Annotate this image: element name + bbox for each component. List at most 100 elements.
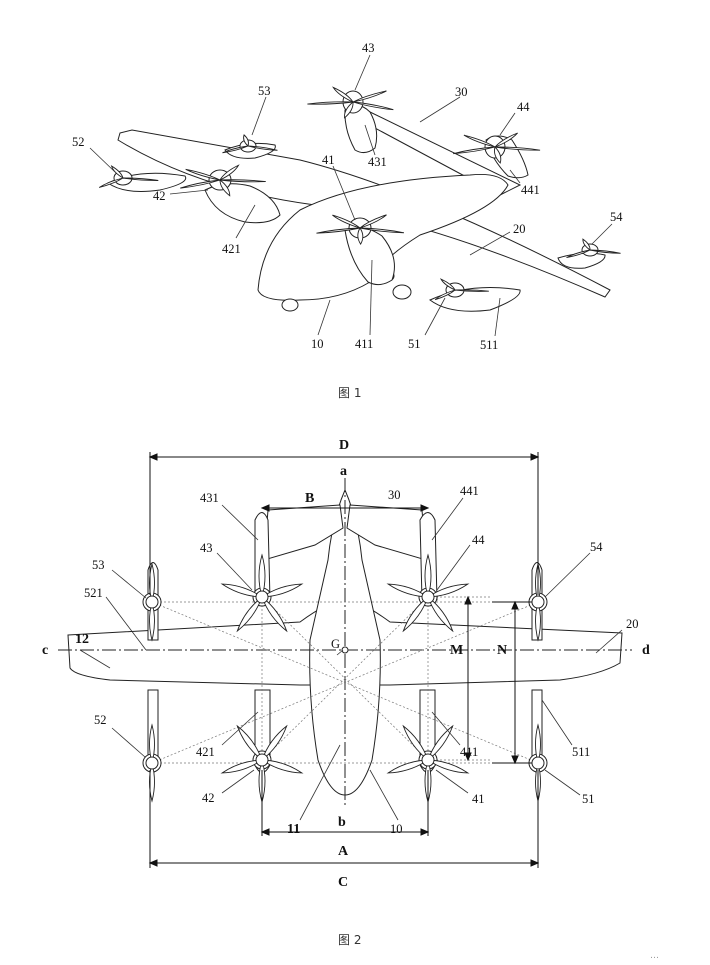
rotor-blade: [582, 238, 591, 251]
rotor-blade: [219, 179, 266, 183]
fig1-label: 54: [610, 210, 623, 224]
fig2-label: 54: [590, 540, 603, 554]
rotor-blade: [220, 759, 264, 774]
rotor-blade: [352, 101, 394, 111]
fig1-label: 43: [362, 41, 375, 55]
rotor-blade: [122, 177, 159, 181]
rotor-blade: [258, 553, 266, 599]
fig2-label: 42: [202, 791, 215, 805]
rotor-blade: [386, 583, 430, 598]
rotor-blade: [110, 165, 124, 179]
fig1-label: 53: [258, 84, 271, 98]
rotor-hub: [421, 753, 435, 767]
rotor-blade: [149, 723, 155, 765]
fig2-dimension-label: N: [497, 643, 507, 658]
fig2-axis-label: b: [338, 815, 346, 830]
fig1-label: 52: [72, 135, 85, 149]
rotor-blade: [427, 724, 454, 762]
fig2-label: 441: [460, 484, 479, 498]
rotor-blade: [535, 600, 541, 642]
rotor-hub: [531, 756, 545, 770]
rotor-blade: [426, 759, 470, 774]
figure-1-perspective-drawing: 43 53 30 44 52 431 41 441 42 20 54 421 1…: [72, 41, 623, 400]
fig2-label: 431: [200, 491, 219, 505]
rotor-blade: [352, 90, 387, 103]
fig2-label: 20: [626, 617, 639, 631]
fig2-label: 12: [75, 632, 89, 647]
fig2-label: 51: [582, 792, 595, 806]
rotor-blade: [218, 164, 240, 182]
rotor-blade: [185, 168, 221, 181]
rotor-blade: [307, 101, 354, 105]
rotor-blade: [566, 249, 591, 259]
watermark-text: …: [650, 951, 659, 960]
fig1-label: 51: [408, 337, 421, 351]
rotor-blade: [220, 583, 264, 598]
rotor-blade: [427, 595, 454, 633]
rotor-blade: [261, 595, 288, 633]
rotor-blade: [494, 146, 541, 151]
rotor-blade: [453, 146, 496, 155]
rotor-hub: [421, 590, 435, 604]
rotor-hub: [145, 756, 159, 770]
rotor-blade: [344, 101, 354, 119]
fig2-dimension-label: A: [338, 844, 349, 859]
fig2-label: 30: [388, 488, 401, 502]
fig2-label: 511: [572, 745, 590, 759]
fig1-label: 441: [521, 183, 540, 197]
fig1-label: 421: [222, 242, 241, 256]
rotor-hub: [145, 595, 159, 609]
rotor-blade: [463, 134, 496, 148]
rotor-blade: [243, 134, 249, 147]
fig2-dimension-label: B: [305, 491, 314, 506]
fig2-dimension-label: C: [338, 875, 348, 890]
fig2-dimension-label: M: [450, 643, 463, 658]
rotor-hub: [255, 753, 269, 767]
rotor-blade: [236, 724, 263, 762]
fig2-label: 10: [390, 822, 403, 836]
rotor-blade: [260, 583, 304, 598]
rotor-blade: [222, 145, 249, 154]
fig2-label: 43: [200, 541, 213, 555]
fig2-axis-label: d: [642, 643, 650, 658]
fig2-label: 41: [472, 792, 485, 806]
rotor-blade: [439, 278, 457, 291]
fig2-axis-label: a: [340, 464, 347, 479]
rotor-blade: [386, 759, 430, 774]
fig1-label: 511: [480, 338, 498, 352]
rotor-blade: [357, 227, 364, 245]
fig1-label: 30: [455, 85, 468, 99]
fig1-label: 411: [355, 337, 373, 351]
fig1-label: 431: [368, 155, 387, 169]
rotor-blade: [332, 214, 361, 229]
rotor-blade: [589, 249, 621, 254]
rotor-blade: [316, 227, 361, 234]
fig2-label: 11: [287, 822, 300, 837]
fig2-label: 521: [84, 586, 103, 600]
rotor-blade: [426, 583, 470, 598]
rotor-blade: [219, 179, 231, 197]
figure-1-caption: 图 1: [338, 386, 361, 400]
rotor-blade: [332, 86, 355, 104]
fig2-label: 44: [472, 533, 485, 547]
fig1-label: 20: [513, 222, 526, 236]
rotor-blade: [359, 227, 405, 234]
rotor-blade: [434, 289, 456, 301]
fig2-axis-label: c: [42, 643, 48, 658]
rotor-blade: [494, 132, 518, 148]
rotor-blade: [493, 146, 502, 164]
fig1-label: 42: [153, 189, 166, 203]
rotor-blade: [402, 595, 429, 633]
rotor-blade: [261, 724, 288, 762]
figure-2-top-view-drawing: D a B 30 431 441 43 44 53 54 521 20 12 c…: [42, 438, 659, 961]
rotor-hub: [531, 595, 545, 609]
fig2-label: 53: [92, 558, 105, 572]
fig2-label: 52: [94, 713, 107, 727]
rotor-blade: [149, 600, 155, 642]
fig2-label: 421: [196, 745, 215, 759]
rotor-blade: [535, 723, 541, 765]
rotor-hub: [255, 590, 269, 604]
fig1-label: 41: [322, 153, 335, 167]
rotor-blade: [247, 145, 278, 151]
